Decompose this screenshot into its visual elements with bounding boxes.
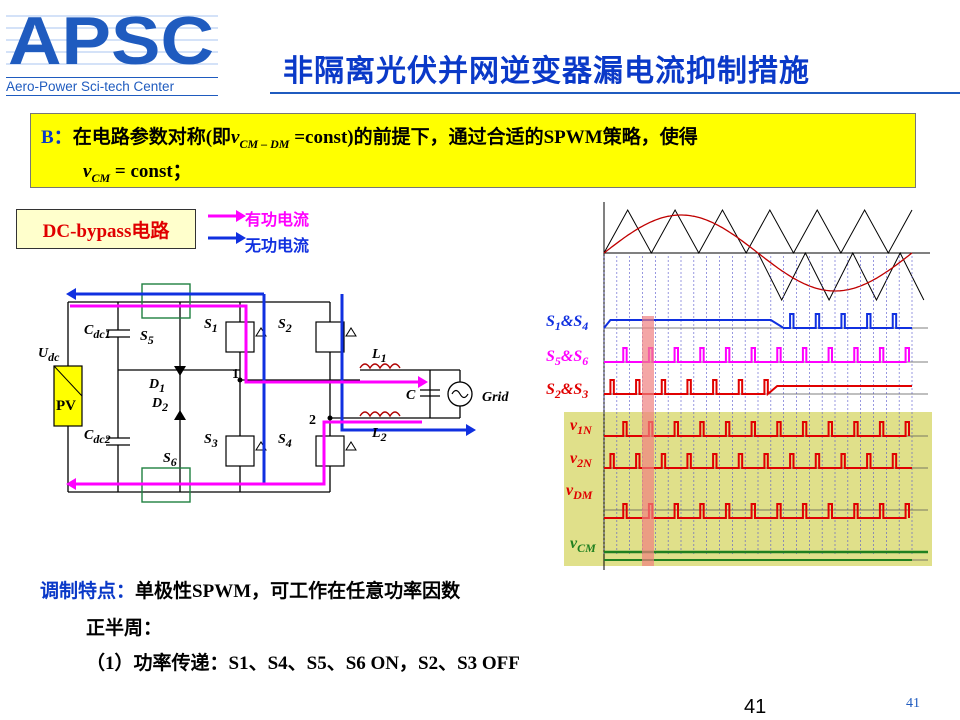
logo-text: APSC	[8, 4, 214, 70]
waveform-time-marker	[642, 316, 654, 566]
title-underline	[270, 92, 960, 94]
dc-bypass-label: DC-bypass电路	[16, 209, 196, 249]
carrier-lower	[757, 251, 925, 302]
power-transfer-item: （1）功率传递：S1、S4、S5、S6 ON，S2、S3 OFF	[86, 653, 520, 674]
legend-active-current: 有功电流	[245, 212, 310, 229]
label-node-2: 2	[309, 413, 316, 428]
condition-label: B：	[41, 127, 73, 148]
modulation-feature: 调制特点：单极性SPWM，可工作在任意功率因数	[40, 581, 461, 602]
logo-graphic: APSC	[6, 3, 218, 79]
waveform-label: S1&S4	[546, 313, 589, 334]
waveform-panel	[564, 202, 932, 570]
legend-arrows	[208, 210, 246, 244]
waveform-label: vCM	[570, 535, 596, 556]
waveform-label: vDM	[566, 482, 593, 503]
page-number-center: 41	[744, 696, 767, 718]
logo: APSC Aero-Power Sci-tech Center	[6, 3, 218, 96]
label-cdc2: Cdc2	[84, 428, 111, 446]
waveform-traces	[603, 202, 930, 570]
page-title: 非隔离光伏并网逆变器漏电流抑制措施	[283, 55, 810, 88]
label-s2: S2	[278, 317, 292, 335]
waveform-label: S2&S3	[546, 381, 589, 402]
positive-half-cycle: 正半周：	[86, 618, 163, 639]
label-s6: S6	[163, 451, 177, 469]
waveform-label: v2N	[570, 450, 592, 471]
label-s4: S4	[278, 432, 292, 450]
label-s5: S5	[140, 329, 154, 347]
page-number-right: 41	[906, 696, 920, 711]
label-node-1: 1	[232, 367, 239, 382]
waveform-trace	[604, 453, 912, 469]
waveform-highlight-bg	[564, 412, 932, 566]
condition-line-1: B：在电路参数对称(即vCM – DM =const)的前提下，通过合适的SPW…	[41, 127, 698, 151]
modulation-feature-label: 调制特点：	[40, 581, 136, 602]
condition-line-2: vCM = const；	[83, 161, 192, 185]
label-l1: L1	[372, 347, 387, 365]
label-cdc1: Cdc1	[84, 323, 111, 341]
logo-subtitle: Aero-Power Sci-tech Center	[6, 77, 218, 96]
label-d1: D1	[149, 377, 166, 395]
label-udc: Udc	[38, 346, 60, 364]
condition-box: B：在电路参数对称(即vCM – DM =const)的前提下，通过合适的SPW…	[30, 113, 916, 188]
label-d2: D2	[152, 396, 169, 414]
label-c: C	[406, 388, 416, 403]
circuit-diagram	[53, 283, 476, 503]
label-grid: Grid	[482, 390, 509, 405]
waveform-trace	[603, 313, 912, 329]
label-pv: PV	[56, 398, 76, 414]
label-s3: S3	[204, 432, 218, 450]
carrier-upper	[603, 208, 913, 255]
waveform-label: v1N	[570, 417, 592, 438]
label-l2: L2	[372, 426, 387, 444]
label-s1: S1	[204, 317, 218, 335]
waveform-label: S5&S6	[546, 348, 589, 369]
legend-reactive-current: 无功电流	[245, 238, 310, 255]
